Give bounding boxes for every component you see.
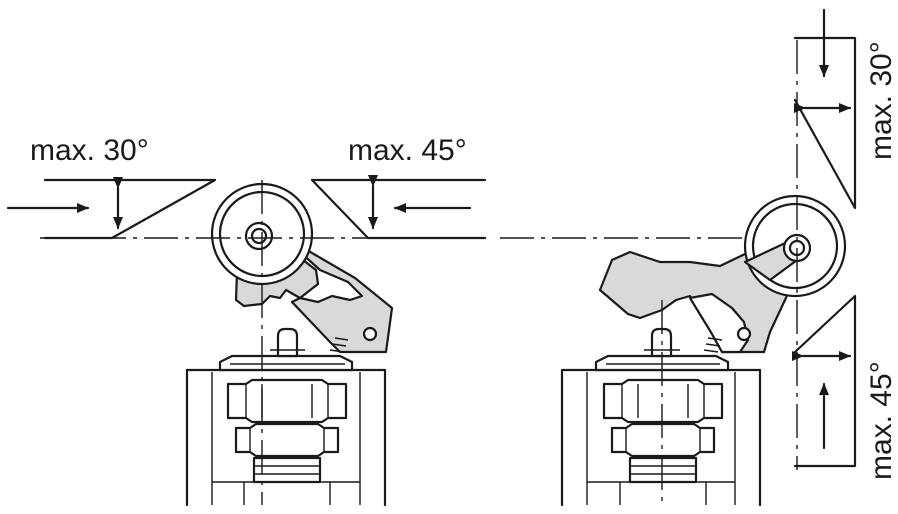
nut-lower-right	[610, 422, 716, 458]
approach-zone-center: max. 45°	[310, 134, 487, 240]
max-angle-label-right-top: max. 30°	[865, 41, 898, 160]
roller-axle-left	[244, 221, 274, 251]
base-plate-left	[218, 354, 354, 372]
pivot-hole-right	[736, 326, 752, 342]
limit-switch-right	[560, 40, 847, 507]
roller-rim-right	[751, 202, 839, 290]
approach-zone-right-top: max. 30°	[793, 8, 898, 210]
max-angle-label-left: max. 30°	[30, 134, 149, 167]
limit-switch-left	[185, 180, 394, 507]
nut-lower-left	[234, 422, 340, 458]
lever-slot-right	[688, 292, 750, 354]
thread-right	[628, 456, 698, 484]
plunger-left	[276, 327, 299, 358]
approach-zone-right-bottom: max. 45°	[792, 294, 898, 480]
max-angle-label-center: max. 45°	[348, 134, 467, 167]
lever-arm-left	[234, 223, 394, 354]
ramp-45-right-bottom	[793, 294, 857, 468]
approach-zone-left: max. 30°	[6, 134, 217, 240]
max-angle-label-right-bottom: max. 45°	[865, 361, 898, 480]
pivot-hole-left	[362, 326, 378, 342]
ramp-30-left	[43, 178, 217, 240]
thread-left	[252, 456, 322, 484]
